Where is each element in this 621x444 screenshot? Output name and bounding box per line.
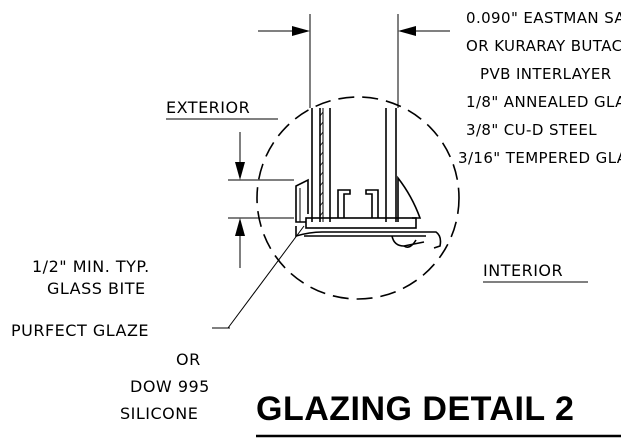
sealant-leader bbox=[227, 225, 305, 329]
interior-label: INTERIOR bbox=[483, 261, 563, 280]
interlayer-hatch bbox=[319, 111, 324, 217]
sealant-label-line2: OR bbox=[176, 350, 201, 369]
exterior-stop bbox=[295, 178, 309, 223]
bite-label-line1: 1/2" MIN. TYP. bbox=[32, 257, 150, 276]
thickness-dimension bbox=[258, 14, 450, 108]
glass-note: 3/16" TEMPERED GLASS bbox=[458, 149, 621, 167]
sealant-label-line4: SILICONE bbox=[120, 404, 198, 423]
glass-note: 3/8" CU-D STEEL bbox=[466, 121, 597, 139]
setting-channel bbox=[305, 189, 417, 229]
glass-lites bbox=[311, 108, 397, 222]
sealant-label-line3: DOW 995 bbox=[130, 377, 210, 396]
exterior-label: EXTERIOR bbox=[166, 98, 250, 117]
glass-note: 0.090" EASTMAN SAFLEX bbox=[466, 9, 621, 27]
glass-note: PVB INTERLAYER bbox=[480, 65, 612, 83]
bite-dimension bbox=[228, 132, 294, 268]
glass-note: 1/8" ANNEALED GLASS bbox=[466, 93, 621, 111]
glass-notes: 0.090" EASTMAN SAFLEX OR KURARAY BUTACIT… bbox=[458, 9, 621, 167]
sill-frame bbox=[295, 226, 442, 249]
glass-note: OR KURARAY BUTACITE bbox=[466, 37, 621, 55]
detail-circle bbox=[256, 96, 460, 300]
sealant-label-line1: PURFECT GLAZE bbox=[11, 321, 149, 340]
interior-gasket bbox=[397, 175, 422, 222]
bite-label-line2: GLASS BITE bbox=[47, 279, 146, 298]
detail-title: GLAZING DETAIL 2 bbox=[256, 390, 574, 428]
